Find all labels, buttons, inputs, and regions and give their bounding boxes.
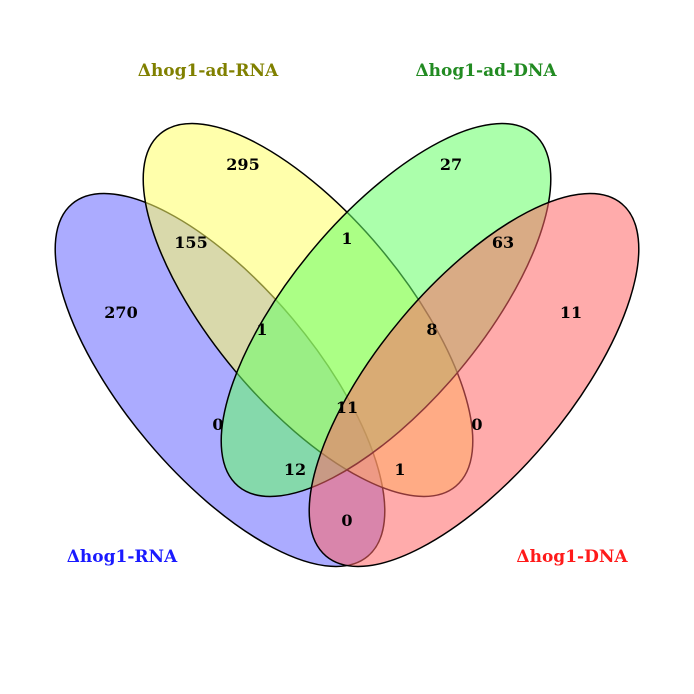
- label-hog1-ad-dna: Δhog1-ad-DNA: [415, 61, 557, 81]
- count-rna-ad-rna-dna: 12: [284, 460, 306, 479]
- count-rna-ad-rna: 155: [174, 233, 207, 252]
- count-all-four: 11: [336, 398, 358, 417]
- count-rna-ad-dna: 0: [212, 415, 223, 434]
- count-ad-rna-dna: 0: [471, 415, 482, 434]
- label-hog1-rna: Δhog1-RNA: [67, 547, 178, 567]
- count-ad-dna-only: 27: [440, 155, 462, 174]
- ellipse-group: [54, 122, 640, 568]
- count-rna-only: 270: [104, 303, 137, 322]
- label-hog1-ad-rna: Δhog1-ad-RNA: [138, 61, 279, 81]
- label-hog1-dna: Δhog1-DNA: [516, 547, 628, 567]
- count-rna-ad-rna-ad-dna: 1: [256, 320, 267, 339]
- count-rna-dna: 0: [341, 511, 352, 530]
- count-ad-rna-ad-dna: 1: [341, 229, 352, 248]
- count-ad-dna-dna: 63: [492, 233, 514, 252]
- count-dna-only: 11: [560, 303, 582, 322]
- count-rna-ad-dna-dna: 1: [394, 460, 405, 479]
- ellipse-hog1-dna: [308, 192, 640, 568]
- count-ad-rna-only: 295: [226, 155, 259, 174]
- count-ad-rna-ad-dna-dna: 8: [426, 320, 437, 339]
